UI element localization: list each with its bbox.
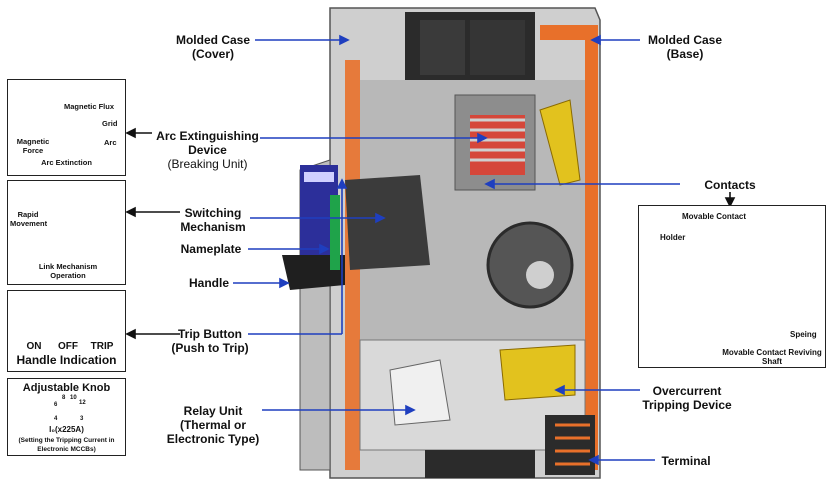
label-molded-case-base: Molded Case (Base) [647, 33, 722, 61]
arc-grid: Grid [102, 119, 118, 128]
link-rapid-movement: Rapid Movement [10, 210, 48, 228]
arc-caption: Arc Extinction [41, 158, 92, 167]
link-mechanism-box [7, 180, 126, 285]
knob-tick-3: 3 [80, 416, 84, 422]
detail-holder: Holder [660, 233, 686, 242]
handle-state-trip: TRIP [90, 341, 114, 352]
knob-caption: (Setting the Tripping Current in Electro… [18, 437, 115, 453]
label-arc-device: Arc Extinguishing Device (Breaking Unit) [156, 129, 259, 171]
label-terminal: Terminal [661, 454, 711, 468]
link-caption: Link Mechanism Operation [38, 262, 98, 280]
label-trip-button: Trip Button (Push to Trip) [171, 327, 249, 355]
handle-state-off: OFF [58, 341, 78, 352]
knob-tick-6: 6 [54, 402, 58, 408]
knob-tick-4: 4 [54, 416, 58, 422]
knob-title: Adjustable Knob [22, 382, 111, 394]
knob-tick-12: 12 [79, 400, 86, 406]
contact-detail-box [638, 205, 826, 368]
label-switching: Switching Mechanism [180, 206, 246, 234]
detail-movable-contact: Movable Contact [682, 212, 747, 221]
handle-indication-box [7, 290, 126, 372]
label-handle: Handle [188, 276, 229, 290]
label-overcurrent: Overcurrent Tripping Device [642, 384, 732, 412]
label-molded-case-cover: Molded Case (Cover) [175, 33, 250, 61]
detail-shaft: Movable Contact Reviving Shaft [722, 348, 822, 366]
detail-spring: Speing [790, 330, 817, 339]
arc-magnetic-flux: Magnetic Flux [64, 102, 115, 111]
handle-caption: Handle Indication [16, 353, 117, 367]
label-contacts: Contacts [704, 178, 756, 192]
knob-tick-8: 8 [62, 395, 66, 401]
arc-arc: Arc [104, 138, 117, 147]
knob-formula: I₀(x225A) [49, 425, 84, 434]
label-relay-unit: Relay Unit (Thermal or Electronic Type) [166, 404, 260, 446]
arc-extinction-box [7, 79, 126, 176]
label-nameplate: Nameplate [180, 242, 242, 256]
arc-magnetic-force: Magnetic Force [16, 137, 50, 155]
adjustable-knob-box [7, 378, 126, 456]
handle-state-on: ON [26, 341, 42, 352]
knob-tick-10: 10 [70, 395, 77, 401]
